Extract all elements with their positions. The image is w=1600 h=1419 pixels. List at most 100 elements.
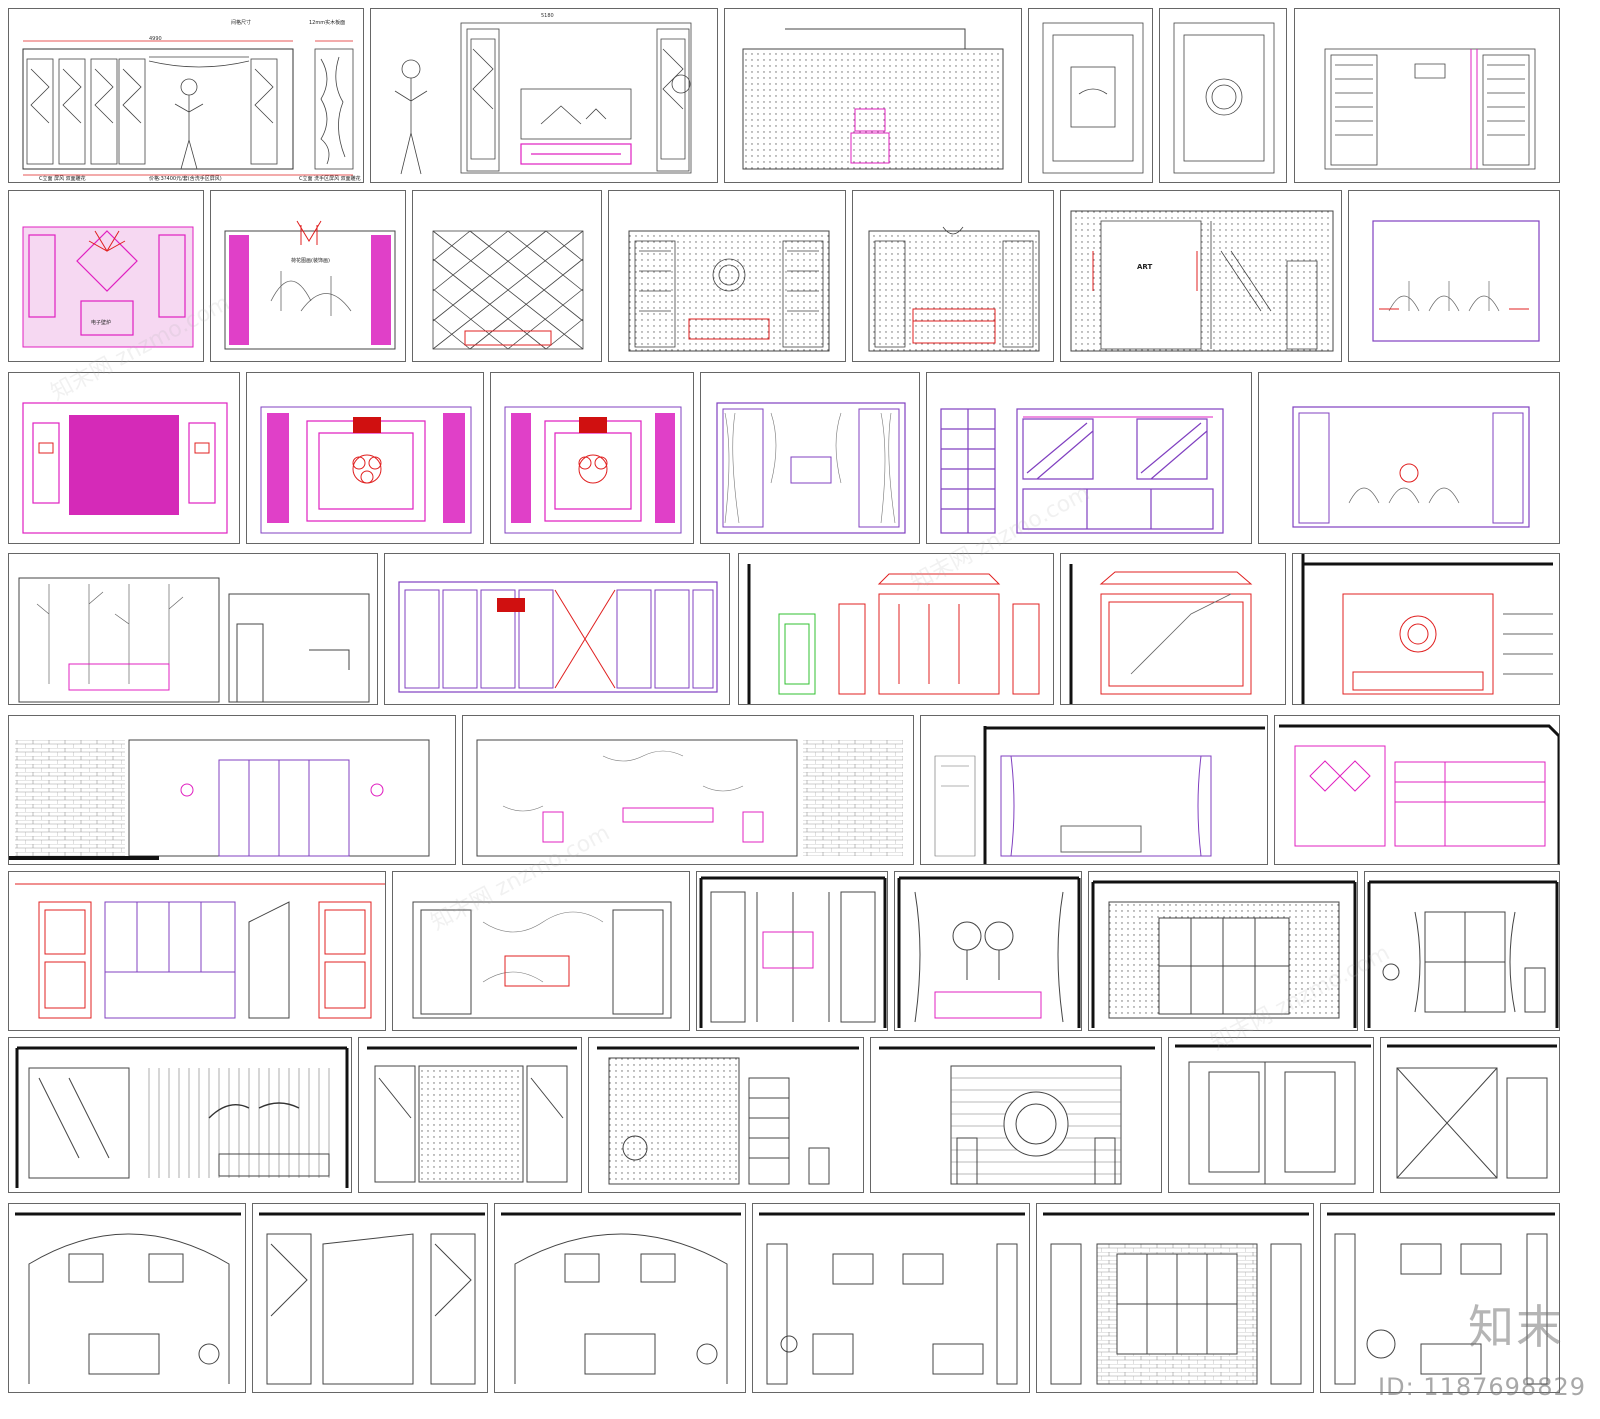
elevation-living-room-birds (8, 1037, 352, 1193)
electronic-fireplace-label: 电子壁炉 (91, 320, 112, 326)
elevation-lotus-painting (1258, 372, 1560, 544)
elevation-drawing (1292, 406, 1530, 528)
elevation-drawing (260, 406, 472, 534)
brand-watermark-id: ID: 1187698829 (1378, 1373, 1586, 1401)
elevation-drawing (1372, 220, 1540, 342)
elevation-moon-window (1292, 553, 1560, 705)
elevation-drawing (394, 22, 692, 175)
elevation-drawing (879, 1046, 1155, 1185)
legend-spacing: 间格尺寸 (231, 20, 252, 26)
elevation-drawing (897, 876, 1081, 1028)
elevation-drawing (628, 230, 830, 352)
elevation-lattice-corner (252, 1203, 488, 1393)
elevation-bedroom-chandelier (852, 190, 1054, 362)
art-label: ART (1137, 263, 1153, 271)
elevation-lattice-cabinet (1036, 1203, 1314, 1393)
elevation-round-screen (870, 1037, 1162, 1193)
elevation-dotted-wall (724, 8, 1022, 183)
elevation-drawing (759, 1212, 1025, 1385)
elevation-drawing (1387, 1044, 1557, 1179)
elevation-drawing (940, 408, 1224, 534)
elevation-fans-bed (894, 871, 1082, 1031)
elevation-bonsai-wall (588, 1037, 864, 1193)
elevation-marble-panel (392, 871, 690, 1031)
elevation-peony-wall-b (490, 372, 694, 544)
price-note: 价格:3?400元/套(含洗手区屏风) (149, 176, 222, 182)
elevation-drawing (22, 40, 354, 176)
elevation-drawing (22, 402, 228, 534)
elevation-drawing (1324, 48, 1536, 170)
elevation-drawing (1069, 564, 1253, 704)
caption-screen: C立面 屏风 双面雕花 (39, 176, 86, 182)
elevation-drawing (1043, 1212, 1309, 1385)
caption-washroom-screen: C立面 洗手区屏风 双面雕花 (299, 176, 361, 182)
elevation-drawing (398, 581, 718, 693)
elevation-drawing (1301, 554, 1553, 704)
elevation-drawing (699, 876, 887, 1028)
elevation-door-panel-bird (1028, 8, 1153, 183)
elevation-fireplace: 电子壁炉 (8, 190, 204, 362)
elevation-screen-carved: 4990 C立面 屏风 双面雕花 价格:3?400元/套(含洗手区屏风) C立面… (8, 8, 364, 183)
elevation-glass-doors (358, 1037, 582, 1193)
width-dimension: 5180 (541, 13, 554, 19)
elevation-drawing (432, 230, 584, 350)
elevation-arch-console-b (494, 1203, 746, 1393)
elevation-lattice-doors (696, 871, 888, 1031)
elevation-drawing (412, 901, 672, 1019)
elevation-plum-blossom (1060, 553, 1286, 705)
elevation-curtain-window (1364, 871, 1560, 1031)
elevation-lotus-wall: 荷花图画(装饰画) (210, 190, 406, 362)
elevation-art-wall: ART (1060, 190, 1342, 362)
elevation-door-panel-fu (1159, 8, 1287, 183)
elevation-magenta-panel (8, 372, 240, 544)
elevation-drawing (259, 1212, 485, 1385)
elevation-drawing (1175, 1044, 1371, 1185)
elevation-drawing (9, 739, 430, 860)
elevation-lattice-wall (1294, 8, 1560, 183)
width-dimension: 4990 (149, 36, 162, 42)
elevation-drawing (1173, 22, 1275, 174)
elevation-drawing (15, 1046, 349, 1188)
elevation-drawing (747, 564, 1040, 704)
elevation-drawing (15, 1212, 241, 1384)
elevation-drawing (18, 577, 370, 703)
elevation-drawing (716, 402, 906, 534)
elevation-drawing (367, 1046, 577, 1183)
elevation-drawing (22, 226, 194, 348)
elevation-drawing (476, 739, 903, 857)
elevation-brick-marble (8, 715, 456, 865)
elevation-drawing (501, 1212, 741, 1384)
elevation-drawing (504, 406, 682, 534)
elevation-drawing (224, 220, 396, 350)
elevation-drawing (1367, 880, 1559, 1028)
elevation-drawing (1042, 22, 1144, 174)
elevation-bamboo-wall (8, 553, 378, 705)
elevation-drawing (742, 28, 1004, 170)
elevation-peony-wall-a (246, 372, 484, 544)
elevation-lotus-screen (1348, 190, 1560, 362)
elevation-curtain-bed (920, 715, 1268, 865)
elevation-tv-wall: 5180 (370, 8, 718, 183)
elevation-bonsai-room (1320, 1203, 1560, 1393)
elevation-drawing (1070, 210, 1334, 352)
elevation-diamond-panels (412, 190, 602, 362)
elevation-round-window-bed (608, 190, 846, 362)
lotus-painting-label: 荷花图画(装饰画) (291, 258, 330, 264)
elevation-drawing (1327, 1212, 1555, 1385)
elevation-arch-console (8, 1203, 246, 1393)
elevation-drawing (1279, 724, 1559, 864)
elevation-shelf-wall (1274, 715, 1560, 865)
elevation-marble-tv (462, 715, 914, 865)
elevation-diagonal-panels (926, 372, 1252, 544)
elevation-lotus-screens-row (384, 553, 730, 705)
elevation-drawing (597, 1046, 859, 1185)
legend-board: 12mm实木板面 (309, 20, 346, 26)
elevation-drawing (15, 883, 385, 1019)
elevation-green-red-frames (738, 553, 1054, 705)
elevation-drawing (868, 226, 1040, 352)
elevation-drawing (1091, 880, 1357, 1028)
elevation-doors-lattice (8, 871, 386, 1031)
brand-watermark-logo: 知末 (1468, 1300, 1564, 1354)
elevation-door-diamond (1380, 1037, 1560, 1193)
